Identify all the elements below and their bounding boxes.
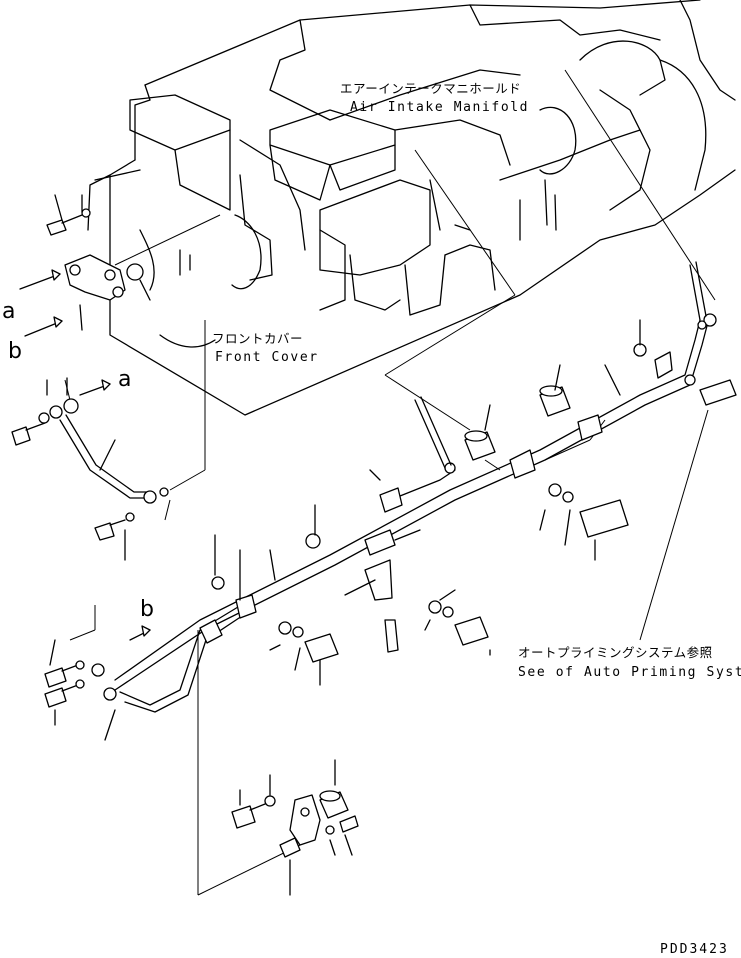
front-cover-label: フロントカバー Front Cover	[212, 331, 319, 365]
spacers-and-bolts	[211, 319, 737, 686]
front-cover-label-jp: フロントカバー	[212, 331, 303, 346]
main-fuel-pipe	[91, 261, 717, 713]
leader-lines	[64, 69, 716, 896]
engine-block	[87, 0, 736, 416]
front-cover-label-en: Front Cover	[215, 350, 319, 365]
auto-priming-label-en: See of Auto Priming System	[518, 665, 741, 680]
ref-letter-a-fitting: a	[2, 299, 15, 324]
auto-priming-label: オートプライミングシステム参照 See of Auto Priming Syst…	[518, 645, 741, 680]
left-pipe-a	[11, 377, 169, 561]
ref-letter-a-pipe: a	[118, 367, 131, 392]
auto-priming-label-jp: オートプライミングシステム参照	[518, 645, 713, 660]
ref-letter-b-pipe: b	[140, 597, 154, 622]
drawing-code: PDD3423	[660, 942, 729, 957]
ref-letter-b-fitting: b	[8, 339, 22, 364]
air-intake-label-en: Air Intake Manifold	[350, 100, 529, 115]
air-intake-label: エアーインテークマニホールド Air Intake Manifold	[340, 81, 529, 115]
top-left-fitting	[19, 194, 151, 337]
bottom-clamp-detail	[231, 759, 359, 896]
lower-left-bolts	[44, 625, 151, 741]
air-intake-label-jp: エアーインテークマニホールド	[340, 81, 521, 96]
